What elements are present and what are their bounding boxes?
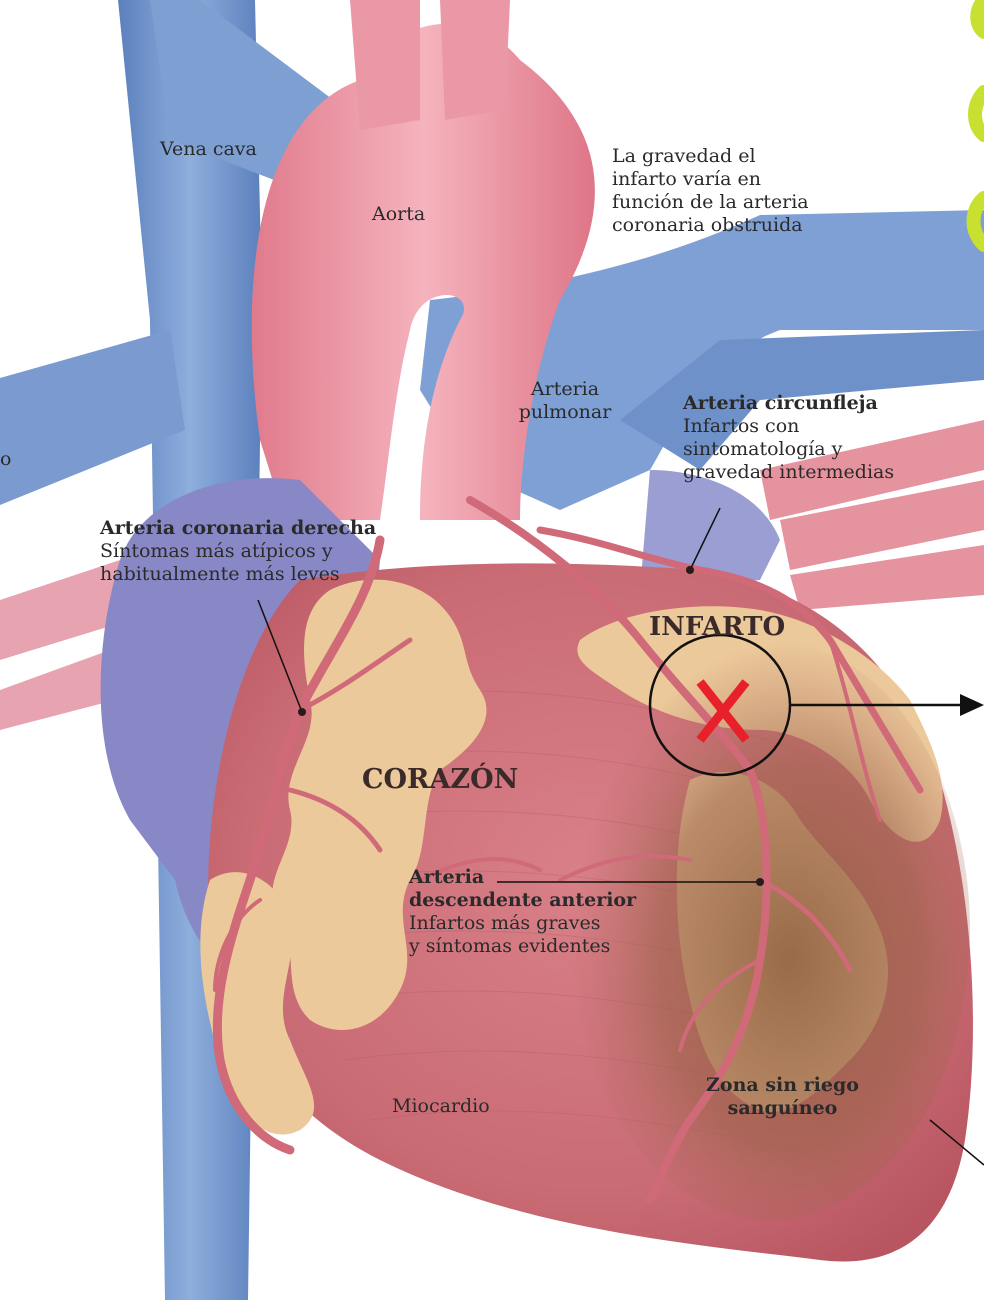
circunfleja-label: Arteria circunfleja Infartos con sintoma…: [683, 392, 894, 484]
circunfleja-title: Arteria circunfleja: [683, 392, 894, 415]
gravity-note-line: infarto varía en: [612, 168, 809, 191]
coronaria-derecha-line: habitualmente más leves: [100, 563, 376, 586]
zona-sin-riego-label: Zona sin riego sanguíneo: [690, 1074, 875, 1120]
leader-dot-descending: [756, 878, 764, 886]
gravity-note-line: La gravedad el: [612, 145, 809, 168]
aorta-label: Aorta: [372, 203, 425, 226]
circunfleja-line: gravedad intermedias: [683, 461, 894, 484]
gravity-note-line: función de la arteria: [612, 191, 809, 214]
descendente-title: descendente anterior: [409, 889, 636, 912]
leader-dot-right-coronary: [298, 708, 306, 716]
gravity-note: La gravedad el infarto varía en función …: [612, 145, 809, 237]
edge-fragment-text: o: [0, 448, 11, 471]
pulmonary-artery-label: Arteria pulmonar: [510, 378, 620, 424]
zona-line: Zona sin riego: [690, 1074, 875, 1097]
pulmonary-line: pulmonar: [510, 401, 620, 424]
descendente-title: Arteria: [409, 866, 636, 889]
vena-cava-label: Vena cava: [160, 138, 257, 161]
infarto-label: INFARTO: [649, 612, 785, 642]
accent-marks: [974, 0, 984, 245]
circunfleja-line: Infartos con: [683, 415, 894, 438]
leader-dot-circumflex: [686, 566, 694, 574]
corazon-label: CORAZÓN: [362, 764, 518, 795]
pulmonary-line: Arteria: [510, 378, 620, 401]
descendente-line: Infartos más graves: [409, 912, 636, 935]
circunfleja-line: sintomatología y: [683, 438, 894, 461]
zona-line: sanguíneo: [690, 1097, 875, 1120]
coronaria-derecha-title: Arteria coronaria derecha: [100, 517, 376, 540]
coronaria-derecha-label: Arteria coronaria derecha Síntomas más a…: [100, 517, 376, 586]
descendente-line: y síntomas evidentes: [409, 935, 636, 958]
descendente-label: Arteria descendente anterior Infartos má…: [409, 866, 636, 958]
miocardio-label: Miocardio: [392, 1095, 490, 1118]
coronaria-derecha-line: Síntomas más atípicos y: [100, 540, 376, 563]
gravity-note-line: coronaria obstruida: [612, 214, 809, 237]
infarct-arrow-head-icon: [960, 694, 984, 716]
